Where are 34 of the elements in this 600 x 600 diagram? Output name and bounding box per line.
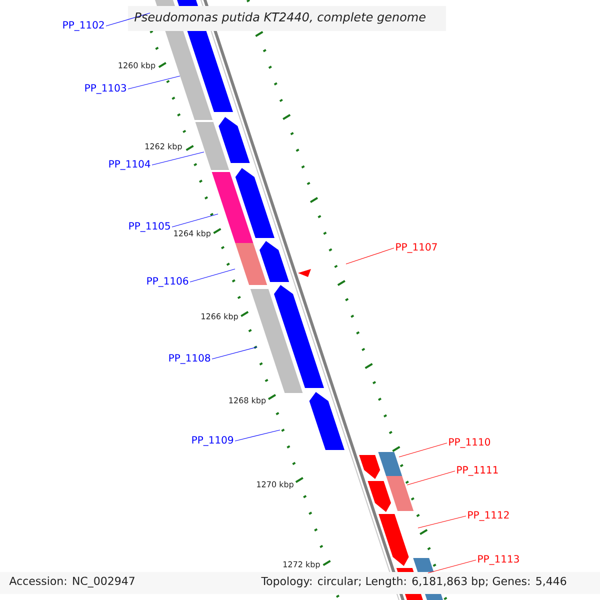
gene-label: PP_1109 <box>192 436 234 446</box>
gene-label: PP_1105 <box>129 222 170 232</box>
leader-line <box>128 76 180 90</box>
gene-label: PP_1106 <box>147 277 188 287</box>
leader-line <box>106 12 150 26</box>
leader-line <box>212 346 258 360</box>
title: Pseudomonas putida KT2440, complete genome <box>134 12 426 24</box>
scale-label: 1268 kbp <box>229 397 266 405</box>
leader-line <box>152 152 204 166</box>
gene-label: PP_1111 <box>457 466 498 476</box>
gene-label: PP_1113 <box>478 555 519 565</box>
scale-label: 1260 kbp <box>118 62 156 70</box>
leader-line <box>190 268 236 282</box>
scale-label: 1264 kbp <box>174 230 211 238</box>
leader-line <box>428 560 476 574</box>
leader-line <box>172 214 218 228</box>
scale-label: 1266 kbp <box>202 313 238 321</box>
leader-line <box>398 442 448 458</box>
gene-label: PP_1104 <box>109 160 150 170</box>
footer-text: Accession: NC_002947 <box>9 576 134 588</box>
gene-label: PP_1112 <box>468 511 509 521</box>
scale-label: 1270 kbp <box>257 481 294 489</box>
leader-line <box>346 248 394 264</box>
leader-line <box>406 470 456 486</box>
gene-label: PP_1102 <box>63 21 104 31</box>
gene-label: PP_1110 <box>449 438 490 448</box>
scale-label: 1272 kbp <box>284 561 320 569</box>
footer-text: Topology: circular; Length: 6,181,863 bp; Genes: 5,446 <box>261 576 566 588</box>
gene-label: PP_1108 <box>169 354 210 364</box>
scale-label: 1262 kbp <box>146 143 182 151</box>
gene-label: PP_1107 <box>396 243 437 253</box>
leader-line <box>234 430 280 442</box>
gene-label: PP_1103 <box>85 84 126 94</box>
leader-line <box>418 516 466 528</box>
